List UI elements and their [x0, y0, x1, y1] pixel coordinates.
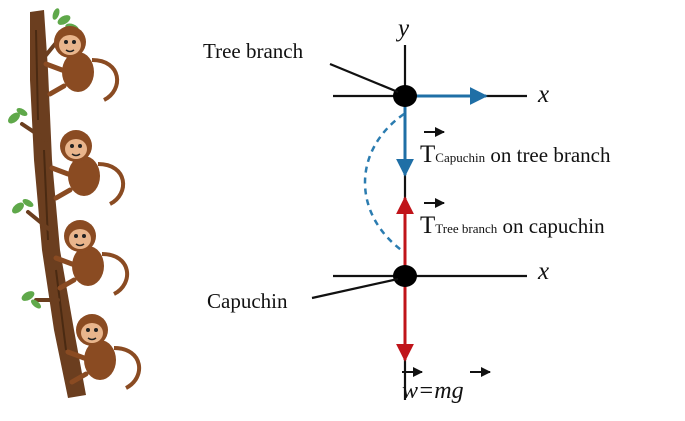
tension-branch-on-capuchin-label: TTree branch on capuchin	[420, 198, 605, 239]
capuchin-monkey-icon	[53, 220, 130, 296]
svg-text:TTree branch on capuchin: TTree branch on capuchin	[420, 212, 605, 239]
weight-m: m	[434, 378, 451, 404]
y-axis-label: y	[395, 15, 410, 42]
weight-formula: w=mg	[402, 367, 491, 404]
weight-w: w	[402, 378, 418, 404]
top-x-axis-label: x	[537, 81, 549, 108]
svg-text:w=mg: w=mg	[402, 378, 464, 404]
weight-equals: =	[418, 378, 434, 404]
weight-g: g	[452, 378, 464, 404]
leaf-icon	[8, 8, 79, 309]
t1-rest: on tree branch	[485, 143, 611, 167]
t2-subscript: Tree branch	[435, 221, 497, 236]
t2-rest: on capuchin	[497, 214, 605, 238]
svg-text:TCapuchin on tree branch: TCapuchin on tree branch	[420, 141, 611, 168]
capuchin-point	[393, 265, 417, 287]
bottom-x-axis-label: x	[537, 258, 549, 285]
tension-capuchin-on-branch-label: TCapuchin on tree branch	[420, 127, 611, 168]
tree-trunk-icon	[20, 10, 86, 398]
t2-symbol: T	[420, 212, 435, 239]
t1-symbol: T	[420, 141, 435, 168]
capuchin-monkey-icon	[49, 130, 126, 206]
t1-subscript: Capuchin	[435, 150, 485, 165]
tree-branch-point	[393, 85, 417, 107]
tree-branch-label: Tree branch	[203, 39, 304, 63]
capuchin-monkey-icon	[43, 26, 120, 102]
capuchin-monkey-icon	[65, 314, 142, 390]
tree-branch-leader-line	[329, 62, 399, 94]
tree-illustration	[8, 8, 142, 398]
capuchin-label: Capuchin	[207, 289, 288, 313]
capuchin-leader-line	[311, 277, 399, 300]
action-reaction-dashed-curve	[363, 112, 405, 254]
